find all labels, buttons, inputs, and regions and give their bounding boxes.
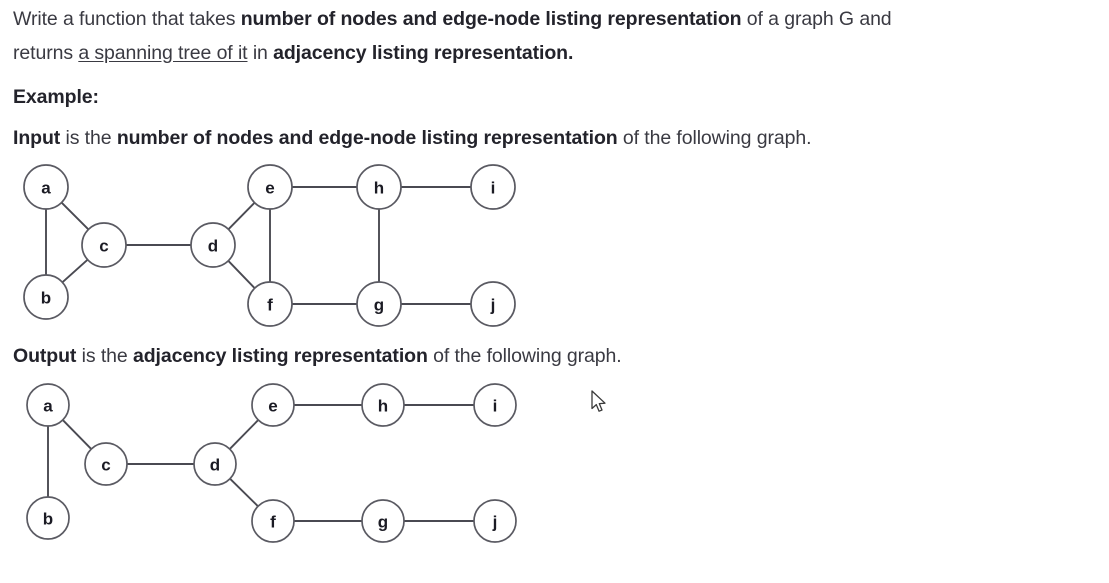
- node-label-g: g: [378, 513, 388, 532]
- node-circle-g: [361, 499, 405, 543]
- node-b: b: [26, 496, 70, 540]
- node-j: j: [470, 281, 516, 327]
- node-label-f: f: [267, 296, 273, 315]
- node-circle-e: [247, 164, 293, 210]
- node-circle-i: [470, 164, 516, 210]
- output-caption: Output is the adjacency listing represen…: [13, 344, 622, 368]
- edge-d-e: [229, 419, 259, 450]
- text-segment-0: Output: [13, 345, 77, 367]
- node-i: i: [470, 164, 516, 210]
- node-label-a: a: [43, 397, 53, 416]
- node-circle-f: [251, 499, 295, 543]
- text-segment-1: is the: [76, 345, 133, 367]
- node-h: h: [356, 164, 402, 210]
- text-segment-1: is the: [60, 127, 117, 149]
- spanning-tree-graph-svg: a b c d e f g h i j: [26, 383, 517, 543]
- node-circle-c: [81, 222, 127, 268]
- text-segment-2: number of nodes and edge-node listing re…: [116, 127, 618, 149]
- node-label-d: d: [208, 237, 218, 256]
- edge-b-c: [61, 258, 89, 284]
- node-a: a: [23, 164, 69, 210]
- node-label-h: h: [378, 397, 388, 416]
- node-circle-d: [193, 442, 237, 486]
- node-label-b: b: [43, 510, 53, 529]
- node-circle-e: [251, 383, 295, 427]
- node-d: d: [193, 442, 237, 486]
- edge-node-listing-graph-svg: a b c d e f g h i j: [23, 164, 516, 327]
- node-circle-h: [361, 383, 405, 427]
- node-g: g: [356, 281, 402, 327]
- node-label-b: b: [41, 289, 51, 308]
- node-circle-b: [26, 496, 70, 540]
- text-segment-3: of the following graph.: [617, 127, 812, 149]
- node-label-f: f: [270, 513, 276, 532]
- node-circle-f: [247, 281, 293, 327]
- node-j: j: [473, 499, 517, 543]
- node-label-a: a: [41, 179, 51, 198]
- node-label-h: h: [374, 179, 384, 198]
- edge-d-f: [229, 478, 259, 507]
- node-label-i: i: [491, 179, 496, 198]
- node-label-d: d: [210, 456, 220, 475]
- text-segment-0: returns: [13, 42, 79, 64]
- input-graph-diagram: a b c d e f g h i j: [0, 155, 523, 334]
- node-label-e: e: [268, 397, 277, 416]
- edge-a-c: [62, 419, 92, 450]
- node-label-g: g: [374, 296, 384, 315]
- text-segment-3: of the following graph.: [427, 345, 622, 367]
- node-b: b: [23, 274, 69, 320]
- text-segment-0: Write a function that takes: [13, 8, 241, 30]
- node-f: f: [251, 499, 295, 543]
- node-circle-a: [23, 164, 69, 210]
- node-e: e: [251, 383, 295, 427]
- node-label-e: e: [265, 179, 274, 198]
- text-segment-0: Example:: [13, 86, 99, 108]
- text-segment-1: a spanning tree of it: [78, 42, 248, 64]
- node-label-c: c: [101, 456, 110, 475]
- node-circle-h: [356, 164, 402, 210]
- node-e: e: [247, 164, 293, 210]
- node-label-j: j: [490, 296, 496, 315]
- node-circle-g: [356, 281, 402, 327]
- node-label-c: c: [99, 237, 108, 256]
- node-d: d: [190, 222, 236, 268]
- node-circle-b: [23, 274, 69, 320]
- node-circle-a: [26, 383, 70, 427]
- text-segment-0: Input: [13, 127, 61, 149]
- node-c: c: [81, 222, 127, 268]
- text-segment-2: in: [247, 42, 274, 64]
- edge-d-f: [227, 260, 256, 289]
- node-circle-i: [473, 383, 517, 427]
- node-i: i: [473, 383, 517, 427]
- node-g: g: [361, 499, 405, 543]
- node-circle-d: [190, 222, 236, 268]
- node-circle-j: [473, 499, 517, 543]
- edge-d-e: [227, 202, 256, 230]
- prompt-line-2: returns a spanning tree of it in adjacen…: [13, 41, 573, 65]
- edge-a-c: [60, 201, 90, 231]
- text-segment-3: adjacency listing representation.: [273, 42, 574, 64]
- node-label-i: i: [493, 397, 498, 416]
- output-graph-diagram: a b c d e f g h i j: [0, 373, 524, 550]
- input-caption: Input is the number of nodes and edge-no…: [13, 126, 811, 150]
- node-label-j: j: [492, 513, 498, 532]
- text-segment-2: adjacency listing representation: [132, 345, 428, 367]
- node-circle-j: [470, 281, 516, 327]
- node-c: c: [84, 442, 128, 486]
- mouse-cursor-icon: [591, 390, 609, 414]
- node-circle-c: [84, 442, 128, 486]
- node-h: h: [361, 383, 405, 427]
- example-heading: Example:: [13, 85, 99, 109]
- node-f: f: [247, 281, 293, 327]
- node-a: a: [26, 383, 70, 427]
- text-segment-1: number of nodes and edge-node listing re…: [240, 8, 742, 30]
- text-segment-2: of a graph G and: [741, 8, 892, 30]
- prompt-line-1: Write a function that takes number of no…: [13, 7, 892, 31]
